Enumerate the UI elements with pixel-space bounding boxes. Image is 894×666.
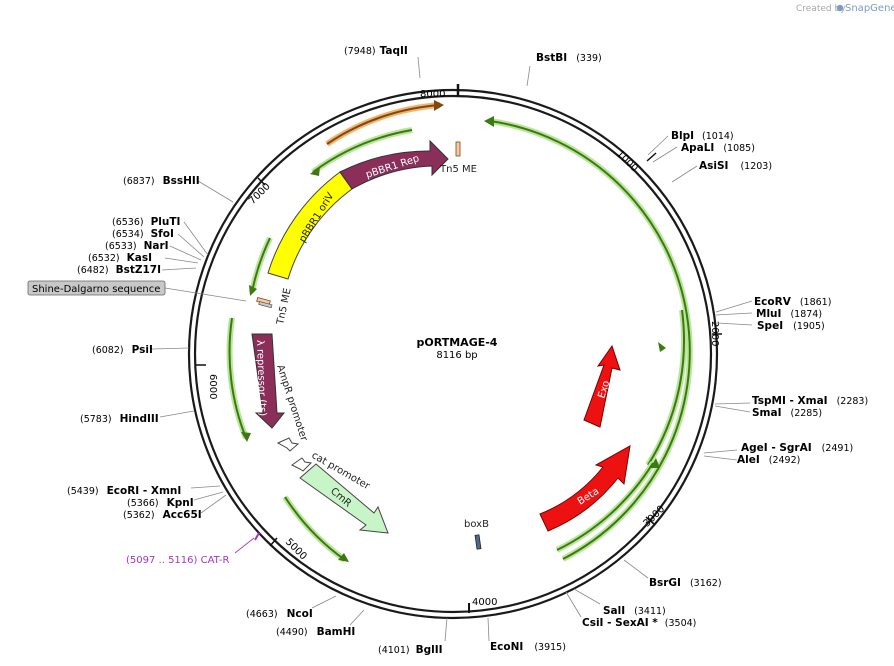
site-bstbi[interactable]: BstBI(339) bbox=[536, 52, 602, 64]
site-labels: (7948)TaqII BstBI(339) BlpI(1014) ApaLI(… bbox=[67, 45, 868, 656]
credit-text: Created by bbox=[796, 4, 846, 14]
feature-lambda-repressor[interactable] bbox=[251, 333, 286, 429]
site-kasi[interactable]: (6532)KasI bbox=[88, 252, 152, 264]
orf-top-left bbox=[312, 129, 413, 173]
feature-boxb-label: boxB bbox=[464, 519, 489, 530]
site-nari[interactable]: (6533)NarI bbox=[105, 240, 169, 252]
site-bsrgi[interactable]: BsrGI(3162) bbox=[649, 577, 722, 589]
site-ecorv[interactable]: EcoRV(1861) bbox=[754, 296, 831, 308]
site-bstz17i[interactable]: (6482)BstZ17I bbox=[77, 264, 161, 276]
site-hindiii[interactable]: (5783)HindIII bbox=[80, 413, 159, 425]
primer-cat-r-label: (5097 .. 5116) CAT-R bbox=[126, 555, 229, 566]
sd-label: Shine-Dalgarno sequence bbox=[32, 284, 160, 295]
feature-tn5-me-top-label: Tn5 ME bbox=[439, 164, 477, 175]
site-alei[interactable]: AleI(2492) bbox=[737, 454, 800, 466]
site-mlui[interactable]: MluI(1874) bbox=[756, 308, 822, 320]
site-apali[interactable]: ApaLI(1085) bbox=[681, 142, 755, 154]
tick-label-8000: 8000 bbox=[420, 89, 445, 100]
site-smai[interactable]: SmaI(2285) bbox=[752, 407, 822, 419]
orf-lower-right-arrowhead bbox=[650, 458, 660, 468]
orf-far-left bbox=[228, 317, 247, 439]
site-asisi[interactable]: AsiSI(1203) bbox=[699, 160, 772, 172]
site-ecori-xmni[interactable]: (5439)EcoRI - XmnI bbox=[67, 485, 181, 497]
feature-sd-mark bbox=[258, 301, 273, 309]
feature-exo-label: Exo bbox=[596, 379, 612, 400]
tick-label-4000: 4000 bbox=[472, 597, 497, 608]
feature-tn5-me-top[interactable] bbox=[455, 141, 461, 157]
feature-cat-promoter[interactable] bbox=[291, 457, 313, 472]
feature-boxb[interactable] bbox=[474, 534, 482, 550]
feature-pbbr1-rep[interactable] bbox=[339, 139, 449, 190]
site-psii[interactable]: (6082)PsiI bbox=[92, 344, 153, 356]
orange-feature-arrowhead bbox=[434, 100, 444, 111]
feature-ampr-promoter[interactable] bbox=[276, 437, 300, 452]
site-leaders bbox=[151, 56, 753, 642]
tick-marks bbox=[196, 84, 722, 613]
site-pluti[interactable]: (6536)PluTI bbox=[112, 216, 180, 228]
tick-label-2000: 2000 bbox=[709, 321, 720, 346]
orf-right-small-arrowhead bbox=[658, 342, 666, 352]
site-bglii[interactable]: (4101)BglII bbox=[378, 644, 443, 656]
feature-exo[interactable] bbox=[583, 344, 621, 428]
feature-beta[interactable] bbox=[539, 445, 631, 532]
plasmid-length: 8116 bp bbox=[436, 350, 477, 361]
primer-cat-r-leader bbox=[234, 537, 255, 554]
site-sfoi[interactable]: (6534)SfoI bbox=[112, 228, 174, 240]
sd-leader bbox=[164, 287, 247, 302]
tick-label-6000: 6000 bbox=[207, 374, 218, 399]
site-spei[interactable]: SpeI(1905) bbox=[757, 320, 825, 332]
site-csii-sexai[interactable]: CsiI - SexAI *(3504) bbox=[582, 617, 696, 629]
site-tspmi-xmai[interactable]: TspMI - XmaI(2283) bbox=[752, 395, 868, 407]
site-agei-sgrai[interactable]: AgeI - SgrAI(2491) bbox=[741, 442, 853, 454]
orf-lower-right bbox=[556, 462, 654, 551]
plasmid-name: pORTMAGE-4 bbox=[417, 336, 498, 349]
brand-text: SnapGene bbox=[845, 3, 894, 14]
feature-cmr[interactable] bbox=[299, 463, 389, 534]
site-econi[interactable]: EcoNI(3915) bbox=[490, 641, 566, 653]
orf-right-small bbox=[647, 309, 685, 466]
orange-feature bbox=[326, 104, 441, 145]
orf-arcs bbox=[226, 116, 693, 563]
orf-right-arrowhead bbox=[484, 116, 494, 127]
site-ncoi[interactable]: (4663)NcoI bbox=[246, 608, 313, 620]
site-kpni[interactable]: (5366)KpnI bbox=[127, 497, 194, 509]
site-bamhi[interactable]: (4490)BamHI bbox=[276, 626, 355, 638]
orf-bottom-left bbox=[284, 496, 346, 561]
sd-label-box[interactable] bbox=[27, 280, 166, 296]
feature-lambda-repressor-label: λ repressor (ts) bbox=[254, 340, 268, 417]
backbone bbox=[187, 88, 719, 620]
feature-ampr-promoter-label: AmpR promoter bbox=[274, 364, 309, 444]
feature-tn5-me-left-label: Tn5 ME bbox=[275, 287, 294, 326]
site-taqii[interactable]: (7948)TaqII bbox=[344, 45, 408, 57]
orf-top-left-arrowhead bbox=[310, 166, 320, 176]
site-blpi[interactable]: BlpI(1014) bbox=[671, 130, 734, 142]
snapgene-logo-icon bbox=[836, 4, 844, 12]
site-acc65i[interactable]: (5362)Acc65I bbox=[123, 509, 202, 521]
tick-label-1000: 1000 bbox=[614, 149, 640, 175]
orf-right bbox=[489, 120, 691, 560]
site-sali[interactable]: SalI(3411) bbox=[603, 605, 666, 617]
site-bsshii[interactable]: (6837)BssHII bbox=[123, 175, 200, 187]
primer-cat-r-mark[interactable] bbox=[254, 532, 260, 541]
